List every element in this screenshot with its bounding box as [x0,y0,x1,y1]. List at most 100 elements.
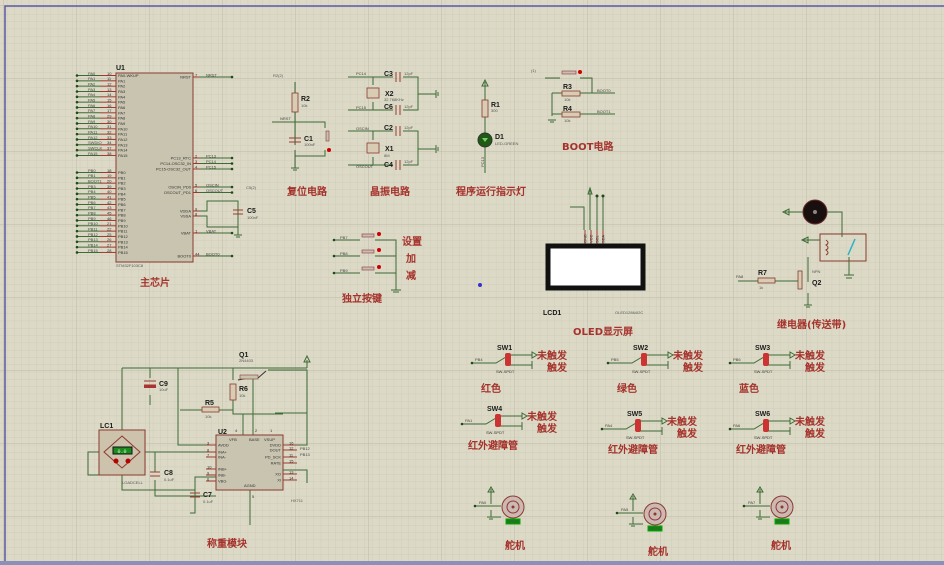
pin-terminal[interactable] [75,187,79,190]
pin-terminal[interactable] [230,162,234,165]
switch-terminal[interactable] [600,427,604,431]
switch-toggle[interactable] [495,414,501,427]
boot-switch[interactable] [561,70,577,75]
switch-terminal[interactable] [728,427,732,431]
pin-terminal[interactable] [75,219,79,222]
pin-terminal[interactable] [230,191,234,194]
boot-circuit[interactable]: (1) R3 10k R4 10k BOOT0 BOOT1 BOOT电路 [531,68,615,153]
pin-terminal[interactable] [230,156,234,160]
pin-terminal[interactable] [75,171,79,174]
switch-terminal[interactable] [470,361,474,365]
r7-resistor[interactable] [757,277,776,284]
switch-toggle[interactable] [763,419,769,432]
pin-terminal[interactable] [230,167,234,171]
c1-capacitor[interactable] [289,137,301,143]
switch-terminal[interactable] [728,361,732,365]
pin-terminal[interactable] [75,132,79,136]
c7-capacitor[interactable] [190,492,200,498]
q1-body[interactable] [239,374,259,380]
pin-terminal[interactable] [75,240,79,244]
led-indicator-circuit[interactable]: R1 300 D1 LED-GREEN PC13 程序运行指示灯 [456,78,526,198]
pin-terminal[interactable] [75,176,79,180]
key-indicator[interactable] [377,232,381,236]
key-terminal[interactable] [332,254,336,258]
pin-terminal[interactable] [75,208,79,212]
pin-terminal[interactable] [75,111,79,115]
x2-crystal[interactable] [366,87,380,99]
pin-terminal[interactable] [75,245,79,249]
pin-terminal[interactable] [230,254,234,258]
reset-probe[interactable]: R2(2) [273,73,284,78]
pin-terminal[interactable] [75,197,79,201]
pin-terminal[interactable] [230,75,234,79]
switch-terminal[interactable] [606,361,610,365]
boot-probe[interactable]: (1) [531,68,537,73]
crystal-circuit[interactable]: PC14 PC15 OSCIN OSCOUT C3 C6 C2 C4 12pF … [348,71,439,198]
pin-terminal[interactable] [75,106,79,109]
pin-terminal[interactable] [75,84,79,88]
pin-terminal[interactable] [75,127,79,131]
q2-transistor[interactable] [797,270,803,290]
pin-terminal[interactable] [75,154,79,157]
pin-terminal[interactable] [75,90,79,93]
key-terminal[interactable] [332,238,336,242]
r6-resistor[interactable] [229,383,237,401]
r5-resistor[interactable] [201,406,220,413]
pin-terminal[interactable] [75,181,79,185]
boot-switch-indicator[interactable] [578,70,582,74]
pin-terminal[interactable] [75,143,79,147]
pin-terminal[interactable] [75,74,79,77]
crystal-capacitors[interactable] [395,72,401,170]
pin-terminal[interactable] [230,231,234,235]
mcu-body[interactable] [115,72,194,263]
c5-capacitor[interactable] [233,209,243,215]
servo-terminal[interactable] [742,504,746,508]
c8-capacitor[interactable] [150,471,160,477]
x1-crystal[interactable] [366,142,380,154]
switch-toggle[interactable] [763,353,769,366]
pin-terminal[interactable] [75,235,79,238]
pin-terminal[interactable] [75,229,79,233]
c5-probe[interactable]: C5(2) [246,185,257,190]
switch-terminal[interactable] [460,422,464,426]
weighing-module[interactable]: C9 10uF Q1 2N4403 R6 10k R5 10k 0.0 LC1 … [87,352,311,550]
key-button[interactable] [361,266,375,271]
servo-terminal[interactable] [615,511,619,515]
switch-toggle[interactable] [505,353,511,366]
switch-toggle[interactable] [641,353,647,366]
pin-terminal[interactable] [75,148,79,152]
pin-terminal[interactable] [75,251,79,254]
servo-terminal[interactable] [473,504,477,508]
lc1-decrease-button[interactable] [113,458,119,464]
key-button[interactable] [361,249,375,254]
key-indicator[interactable] [377,248,381,252]
r1-resistor[interactable] [481,99,489,118]
key-indicator[interactable] [377,265,381,269]
r3-resistor[interactable] [561,90,581,97]
key-button[interactable] [361,233,375,238]
pin-terminal[interactable] [75,79,79,83]
lc1-increase-button[interactable] [125,458,131,464]
reset-button[interactable] [325,130,330,142]
reset-circuit[interactable]: R2(2) R2 10k NRST C1 100nF 复位电路 [272,73,331,198]
pin-terminal[interactable] [75,100,79,104]
pin-terminal[interactable] [230,185,234,189]
pin-terminal[interactable] [75,116,79,120]
pin-terminal[interactable] [75,122,79,125]
r2-resistor[interactable] [291,92,299,113]
pin-terminal[interactable] [75,138,79,141]
u2-hx711[interactable] [215,434,284,491]
oled-screen[interactable] [545,243,646,291]
